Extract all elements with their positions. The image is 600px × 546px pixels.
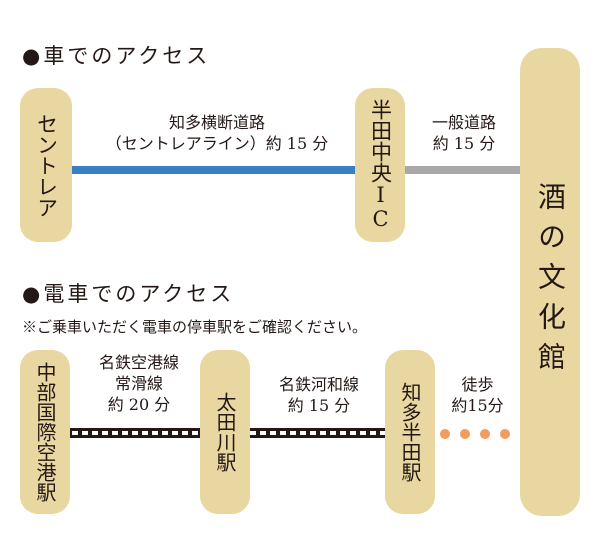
otagawa-station-node: 太田川駅 <box>200 350 250 514</box>
sake-culture-museum-node: 酒の文化館 <box>520 48 580 516</box>
airport-line-rail <box>70 428 206 438</box>
expressway-route-line <box>70 166 360 174</box>
expressway-duration: （セントレアライン）約 15 分 <box>105 134 329 153</box>
chita-handa-station-node: 知多半田駅 <box>385 350 435 514</box>
sake-culture-museum-label: 酒の文化館 <box>534 182 567 382</box>
local-road-route-line <box>400 166 525 174</box>
tokoname-line-name: 常滑線 <box>114 374 163 393</box>
walk-dot <box>480 429 490 439</box>
centrair-node: セントレア <box>20 88 72 242</box>
local-road-duration: 約 15 分 <box>432 134 496 153</box>
walk-dot <box>500 429 510 439</box>
local-road-name: 一般道路 <box>431 113 496 132</box>
handa-chuo-ic-node: 半田中央IC <box>355 88 405 242</box>
local-road-route-label: 一般道路 約 15 分 <box>405 112 523 154</box>
walk-dot <box>460 429 470 439</box>
otagawa-station-label: 太田川駅 <box>213 392 237 472</box>
walk-dot <box>440 429 450 439</box>
train-access-heading: ●電車でのアクセス <box>22 282 235 306</box>
kowa-line-label: 名鉄河和線 約 15 分 <box>250 374 388 416</box>
chita-handa-station-label: 知多半田駅 <box>398 382 422 482</box>
walk-label: 徒歩 約15分 <box>435 374 520 416</box>
walk-mode: 徒歩 <box>461 375 494 394</box>
handa-chuo-ic-label: 半田中央IC <box>368 99 393 231</box>
airport-line-duration: 約 20 分 <box>107 395 171 414</box>
expressway-route-label: 知多横断道路 （セントレアライン）約 15 分 <box>70 112 364 154</box>
chubu-airport-station-node: 中部国際空港駅 <box>20 350 70 514</box>
airport-line-label: 名鉄空港線 常滑線 約 20 分 <box>70 352 208 415</box>
kowa-line-rail <box>248 428 388 438</box>
kowa-line-name: 名鉄河和線 <box>278 375 359 394</box>
car-access-heading: ●車でのアクセス <box>22 44 211 68</box>
airport-line-name: 名鉄空港線 <box>98 353 179 372</box>
centrair-label: セントレア <box>34 112 59 218</box>
train-note: ※ご乗車いただく電車の停車駅をご確認ください。 <box>22 318 368 336</box>
expressway-name: 知多横断道路 <box>168 113 265 132</box>
chubu-airport-station-label: 中部国際空港駅 <box>33 362 57 502</box>
kowa-line-duration: 約 15 分 <box>287 396 351 415</box>
walk-duration: 約15分 <box>451 396 504 415</box>
